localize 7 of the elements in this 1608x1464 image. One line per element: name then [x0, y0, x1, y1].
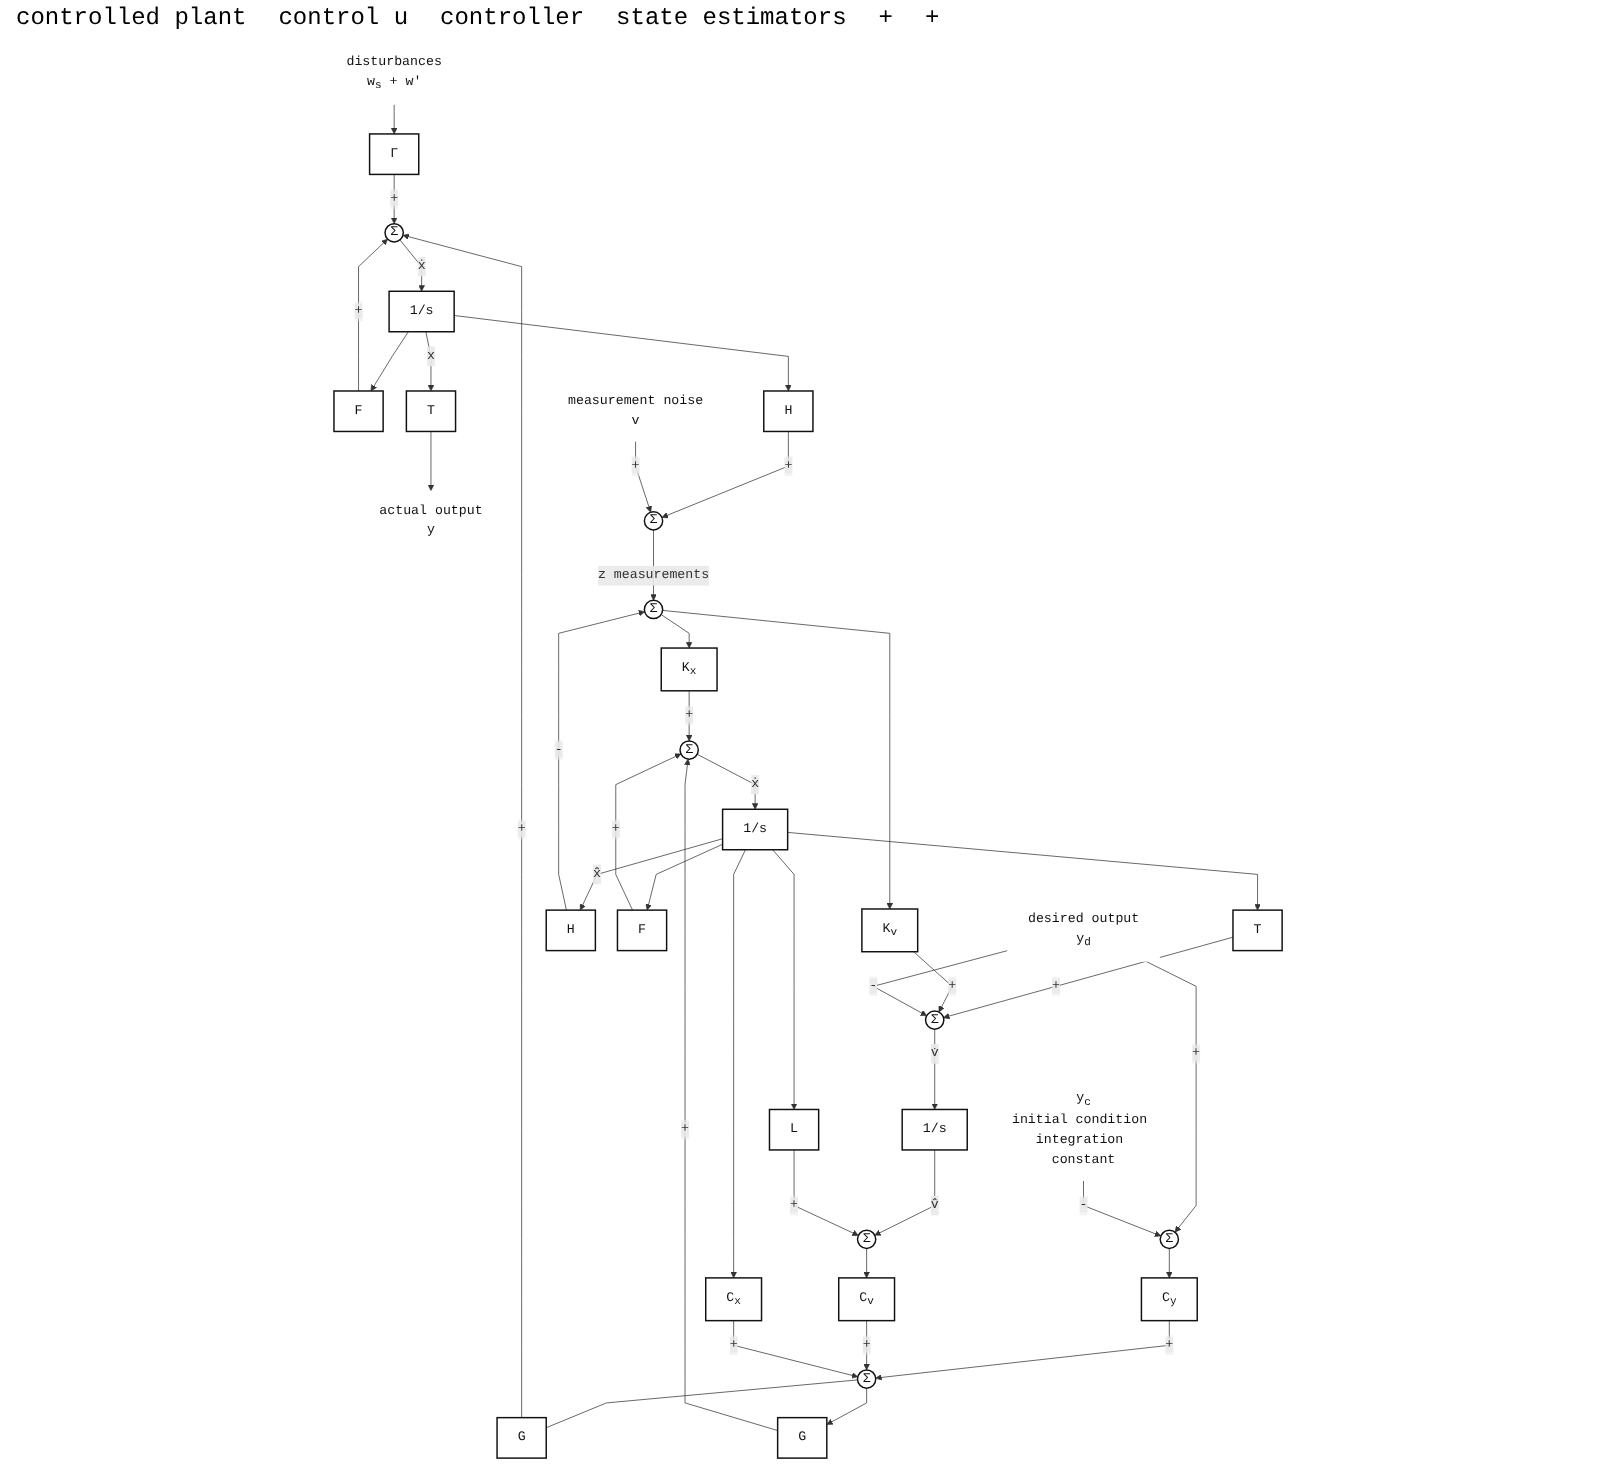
note-label: controlled plant — [16, 4, 247, 32]
note-label: state estimators — [616, 4, 847, 32]
note-label: + — [878, 4, 893, 32]
connector — [545, 1379, 858, 1429]
note-label: control u — [278, 4, 409, 32]
note-label: + — [924, 4, 940, 32]
note-label: controller — [440, 4, 585, 32]
